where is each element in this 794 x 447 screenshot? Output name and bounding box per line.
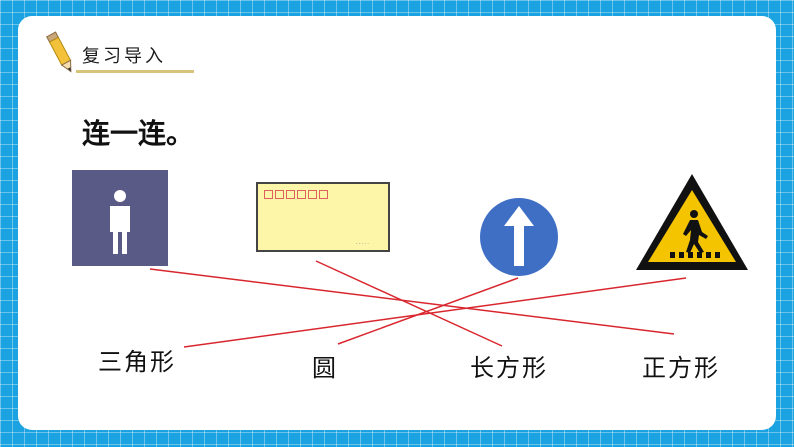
label-rectangle: 长方形	[470, 354, 548, 382]
connector-lines	[149, 260, 687, 348]
envelope-dots: .....	[355, 239, 370, 246]
envelope-icon: .....	[256, 182, 390, 252]
pencil-icon	[46, 31, 72, 73]
label-square: 正方形	[642, 354, 720, 382]
ahead-only-sign-icon	[477, 195, 561, 279]
connector-line-sign-circle	[337, 277, 519, 345]
connector-line-envelope-rectangle	[315, 260, 503, 347]
slide-card: 复习导入 连一连。 .....	[18, 16, 776, 430]
section-header: 复习导入	[42, 30, 194, 76]
connector-line-warning-triangle	[183, 277, 687, 348]
connector-line-restroom-square	[149, 268, 675, 335]
restroom-sign-icon	[72, 170, 168, 266]
pedestrian-warning-sign-icon	[636, 174, 748, 270]
section-title: 复习导入	[82, 46, 166, 67]
label-circle: 圆	[312, 354, 338, 382]
postcode-boxes	[264, 190, 328, 199]
label-triangle: 三角形	[98, 348, 176, 376]
section-underline	[76, 70, 194, 73]
instruction-text: 连一连。	[82, 117, 195, 150]
